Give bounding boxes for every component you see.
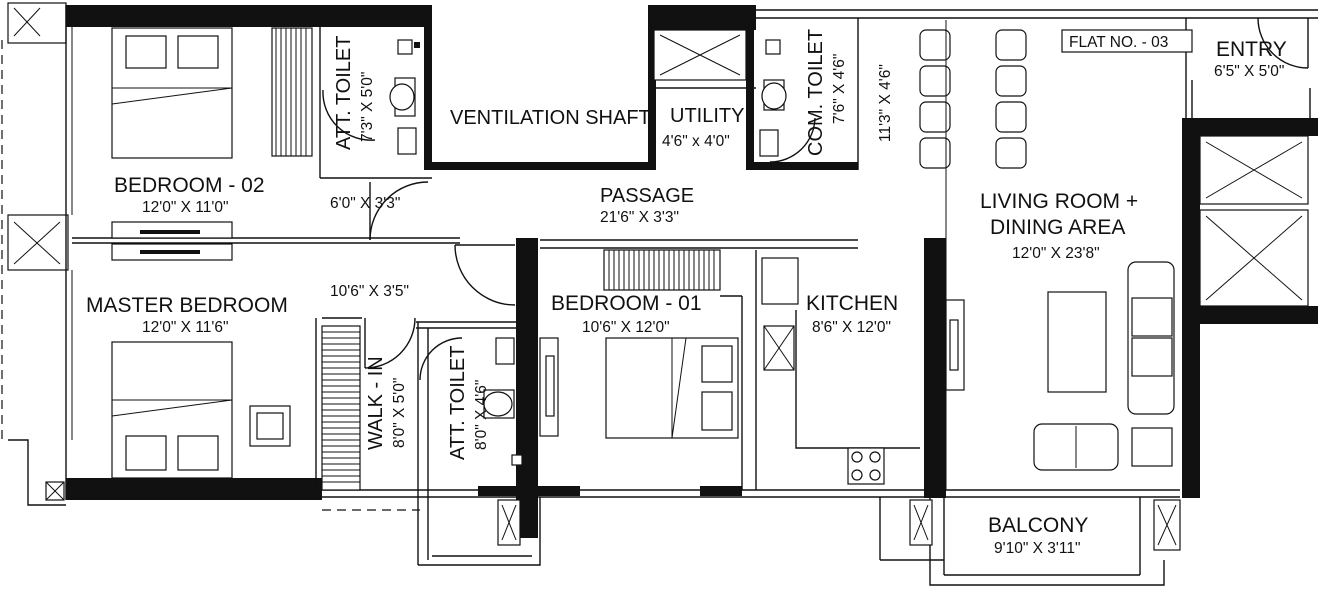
utility-name: UTILITY [670,105,744,127]
labels: FLAT NO. - 03 BEDROOM - 02 12'0" X 11'0"… [86,29,1287,557]
dining-side-dim: 11'3" X 4'6" [877,64,894,142]
bedroom-01-name: BEDROOM - 01 [551,292,702,315]
walls [1,2,1318,586]
walk-in-name: WALK - IN [365,356,387,450]
dining-set [919,20,1027,490]
passage-name: PASSAGE [600,185,694,207]
balcony-size: 9'10" X 3'11" [994,540,1080,557]
passage-size: 21'6" X 3'3" [600,209,679,226]
com-toilet-size: 7'6" X 4'6" [831,54,848,124]
living-name-line1: LIVING ROOM + [980,190,1138,213]
living-name-line2: DINING AREA [990,216,1125,239]
entry-name: ENTRY [1216,38,1287,61]
furniture [111,20,1193,491]
bed2-lobby-dim: 6'0" X 3'3" [330,195,400,212]
walk-in-size: 8'0" X 5'0" [391,378,408,448]
flat-number-box [1061,29,1193,53]
sofa-set [1033,261,1175,471]
kitchen-name: KITCHEN [806,292,898,315]
ventilation-shaft-label: VENTILATION SHAFT [450,107,651,129]
master-bedroom-name: MASTER BEDROOM [86,294,288,317]
att-toilet-lower-name: ATT. TOILET [447,346,469,460]
com-toilet-name: COM. TOILET [805,29,827,156]
bedroom-02-name: BEDROOM - 02 [114,174,265,197]
att-toilet-upper-name: ATT. TOILET [333,36,355,150]
kitchen-size: 8'6" X 12'0" [812,319,891,336]
bedroom-02-size: 12'0" X 11'0" [142,199,228,216]
balcony-name: BALCONY [988,514,1088,537]
att-toilet-lower-size: 8'0" X 4'6" [473,380,490,450]
shaft-box-top-left [7,2,67,44]
living-size: 12'0" X 23'8" [1012,245,1100,262]
master-bedroom-size: 12'0" X 11'6" [142,319,228,336]
doors [322,17,1309,381]
entry-size: 6'5" X 5'0" [1214,63,1284,80]
att-toilet-upper-size: 7'3" X 5'0" [359,72,376,142]
bedroom-01-size: 10'6" X 12'0" [582,319,670,336]
master-lobby-dim: 10'6" X 3'5" [330,283,409,300]
utility-size: 4'6" x 4'0" [662,133,730,150]
flat-number-label: FLAT NO. - 03 [1069,34,1168,51]
